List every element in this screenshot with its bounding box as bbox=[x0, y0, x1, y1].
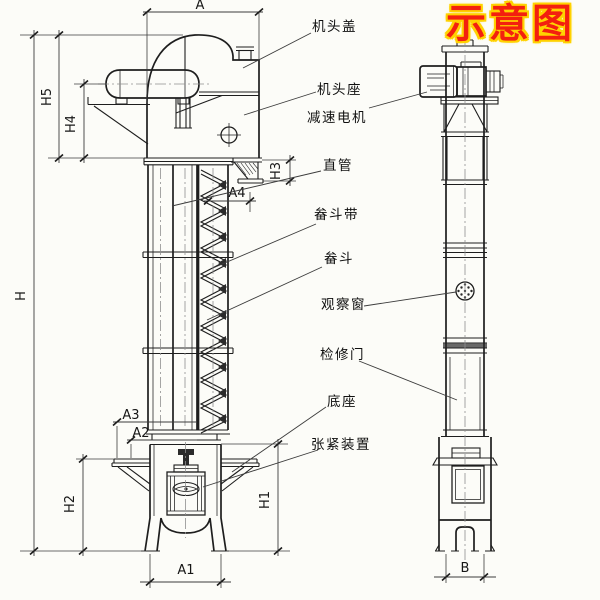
boot-lip bbox=[432, 457, 498, 466]
dim-label-h4: H4 bbox=[64, 115, 79, 133]
side-gearbox-top-plate bbox=[460, 61, 482, 67]
head-housing-outline bbox=[146, 34, 260, 158]
dim-label-a2: A2 bbox=[132, 426, 149, 441]
drawing-title: 示意图 bbox=[446, 1, 575, 47]
dim-label-a: A bbox=[196, 0, 205, 13]
side-feet bbox=[435, 544, 495, 552]
boot-outline bbox=[144, 444, 227, 552]
part-label-straight-pipe: 直管 bbox=[323, 158, 353, 174]
dim-label-a1: A1 bbox=[177, 563, 194, 578]
tension-pulley bbox=[172, 481, 200, 497]
boot-inner-walls bbox=[153, 444, 218, 516]
dimension-ticks bbox=[29, 7, 489, 587]
tension-pulley-center bbox=[184, 487, 188, 491]
side-motor-output-lines bbox=[489, 71, 504, 92]
tension-frame bbox=[166, 471, 206, 516]
casing-tubes bbox=[147, 164, 229, 430]
part-label-inspection-door: 检修门 bbox=[320, 347, 365, 363]
casing-flanges bbox=[142, 157, 234, 446]
side-door-section-walls bbox=[449, 357, 481, 430]
tension-screw bbox=[178, 449, 194, 465]
casing-tube-inner-walls bbox=[152, 164, 193, 430]
dim-label-h: H bbox=[14, 291, 29, 301]
dim-label-h5: H5 bbox=[40, 88, 55, 106]
dim-label-a3: A3 bbox=[122, 408, 139, 423]
inspection-door-outer bbox=[451, 465, 485, 504]
discharge-chute bbox=[231, 157, 264, 184]
part-labels: 机头盖 机头座 减速电机 直管 畚斗带 畚斗 观察窗 检修门 底座 张紧装置 bbox=[307, 19, 371, 453]
part-label-base: 底座 bbox=[327, 394, 357, 410]
dim-label-a4: A4 bbox=[228, 186, 245, 201]
part-label-gear-motor: 减速电机 bbox=[307, 110, 367, 126]
tension-pulley-lens bbox=[174, 486, 198, 492]
bucket-belt-zigzag bbox=[199, 169, 228, 434]
part-label-bucket-belt: 畚斗带 bbox=[314, 207, 359, 223]
front-view bbox=[87, 34, 264, 552]
tension-guides bbox=[167, 475, 205, 512]
part-label-tensioning-device: 张紧装置 bbox=[311, 437, 371, 453]
side-motor-nameplate-lines bbox=[427, 66, 454, 97]
leader-lines bbox=[171, 32, 458, 488]
head-details bbox=[175, 36, 259, 114]
head-shaft-crosshair bbox=[217, 123, 241, 147]
part-label-observation-window: 观察窗 bbox=[321, 296, 366, 313]
dim-label-h3: H3 bbox=[269, 162, 284, 180]
part-label-head-base: 机头座 bbox=[317, 82, 362, 98]
dim-label-h1: H1 bbox=[258, 491, 273, 509]
dim-label-b: B bbox=[461, 561, 470, 576]
head-vent bbox=[238, 49, 252, 61]
dimension-annotations: A H H5 H4 H3 H2 H1 A1 A2 A3 A4 B bbox=[14, 0, 496, 588]
dimension-lines bbox=[33, 11, 496, 583]
part-label-bucket: 畚斗 bbox=[324, 251, 354, 267]
centerlines bbox=[98, 36, 466, 560]
inspection-door-inner bbox=[455, 469, 481, 500]
side-gearbox bbox=[456, 66, 487, 97]
side-motor-output bbox=[485, 70, 501, 93]
side-gussets bbox=[441, 103, 489, 138]
part-label-head-cover: 机头盖 bbox=[312, 19, 357, 35]
motor-mounts bbox=[87, 97, 192, 145]
observation-window-circle bbox=[455, 281, 475, 301]
extension-lines bbox=[20, 12, 485, 588]
dim-label-h2: H2 bbox=[63, 495, 78, 513]
side-support-legs bbox=[441, 137, 489, 186]
chute-hatching bbox=[236, 162, 259, 176]
side-gearbox-lines bbox=[462, 67, 469, 96]
